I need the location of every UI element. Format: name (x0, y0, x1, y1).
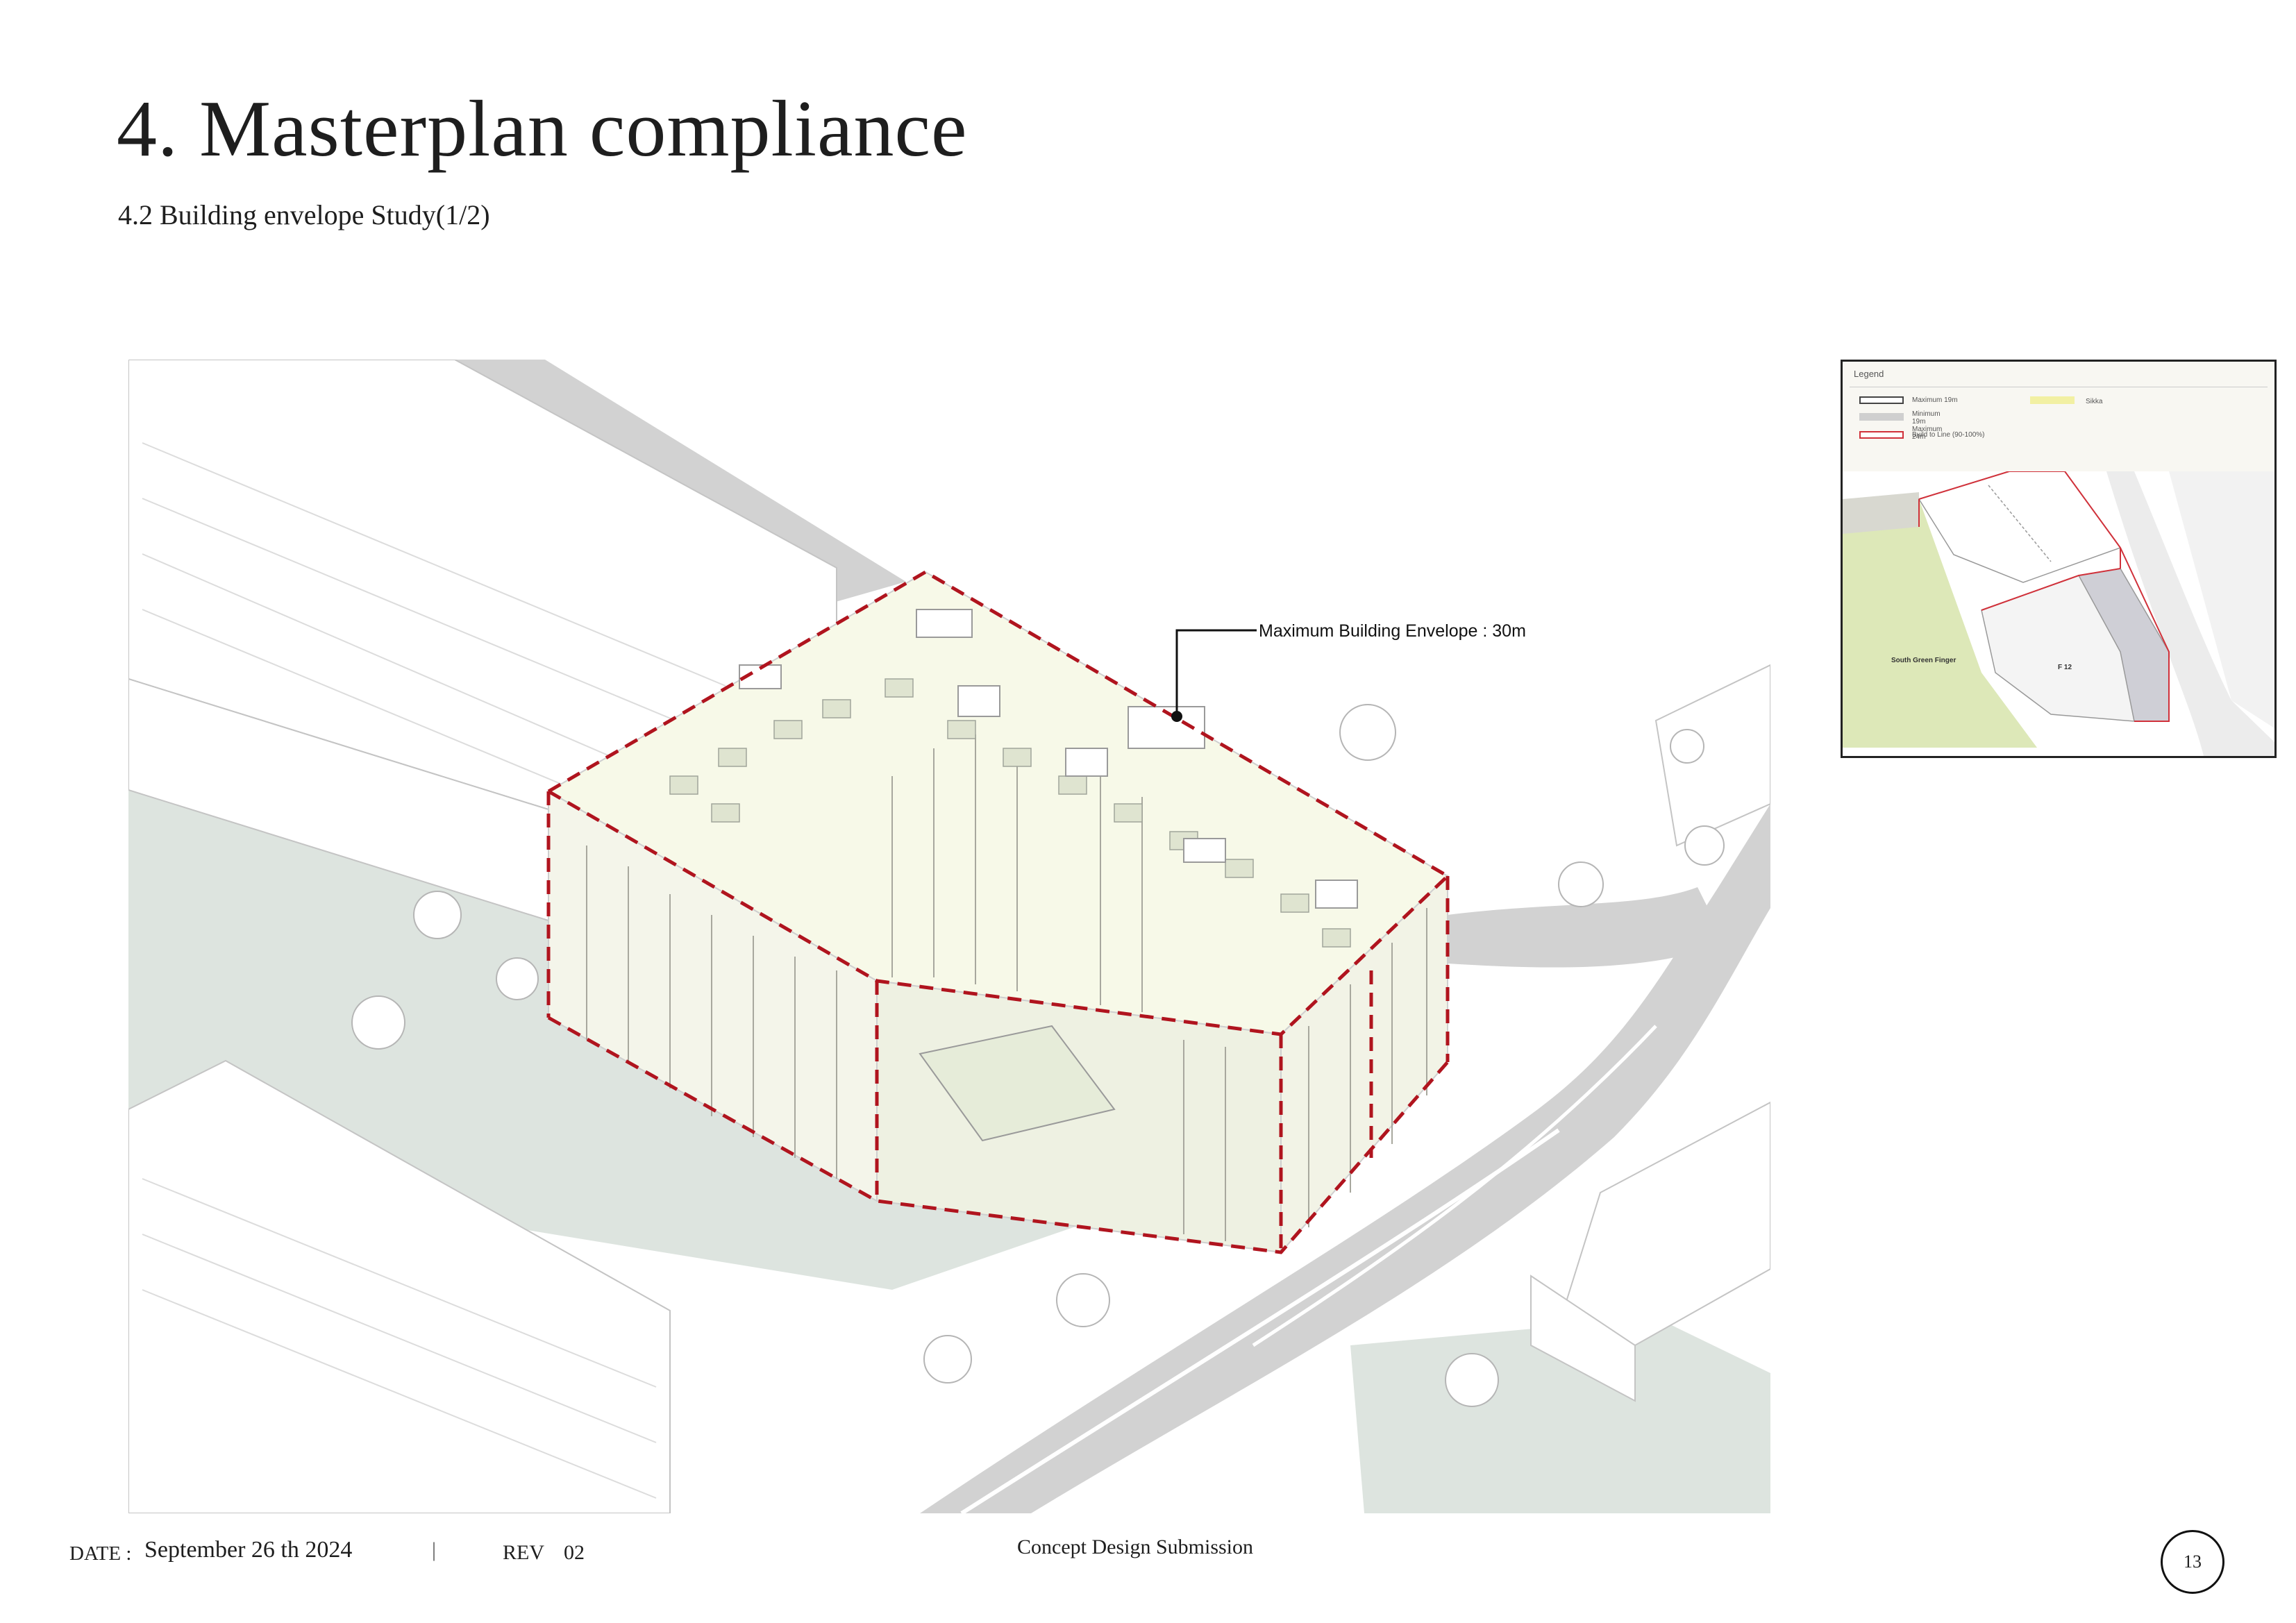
footer-date: September 26 th 2024 (144, 1537, 353, 1563)
footer-rev-number: 02 (564, 1541, 585, 1564)
inset-label-green: South Green Finger (1891, 657, 1956, 664)
facade-windows (586, 734, 1427, 1241)
page-subtitle: 4.2 Building envelope Study(1/2) (118, 199, 490, 230)
legend-swatch-yellow (2030, 396, 2075, 404)
legend-header: Legend Maximum 19m Minimum 19m Maximum 2… (1843, 362, 2274, 471)
inset-green-finger (1843, 499, 2037, 748)
legend-swatch-red-outline (1859, 431, 1904, 439)
footer-date-label: DATE : (69, 1542, 132, 1565)
inset-label-plot: F 12 (2058, 664, 2072, 671)
legend-item-label: Minimum 19m Maximum 24m (1912, 410, 1943, 441)
isometric-envelope-drawing: Maximum Building Envelope : 30m (128, 360, 1770, 1513)
road-lane-line-2 (1252, 1025, 1657, 1347)
footer-document-title: Concept Design Submission (1017, 1536, 1254, 1558)
inset-road-right (2169, 471, 2274, 728)
legend-swatch-outline (1859, 396, 1904, 404)
legend-item-label: Maximum 19m (1912, 396, 1958, 404)
building-envelope-outline (546, 570, 1450, 1254)
envelope-callout-leader (1171, 629, 1257, 722)
legend-title: Legend (1854, 369, 1884, 379)
legend-item-label: Sikka (2086, 398, 2103, 405)
page-number: 13 (2184, 1551, 2202, 1572)
roof-structures (739, 609, 1358, 909)
inset-road-curve (2106, 471, 2274, 756)
legend-item-label: Build to Line (90-100%) (1912, 431, 1985, 439)
courtyard-pool (919, 1025, 1116, 1142)
page-number-badge: 13 (2161, 1530, 2224, 1594)
legend-panel: Legend Maximum 19m Minimum 19m Maximum 2… (1841, 360, 2277, 758)
legend-swatch-grey (1859, 413, 1904, 421)
envelope-callout-label: Maximum Building Envelope : 30m (1259, 621, 1526, 641)
trees (351, 704, 1725, 1407)
footer-separator: | (432, 1538, 437, 1561)
inset-build-to-line (1918, 471, 2170, 722)
inset-grey-ground (1843, 492, 1919, 534)
inset-site-plan: South Green Finger F 12 (1843, 471, 2274, 756)
road-junction (1448, 887, 1725, 968)
context-building-hatch (142, 442, 726, 1499)
page-title: 4. Masterplan compliance (117, 85, 968, 174)
footer-rev-label: REV (503, 1541, 544, 1564)
